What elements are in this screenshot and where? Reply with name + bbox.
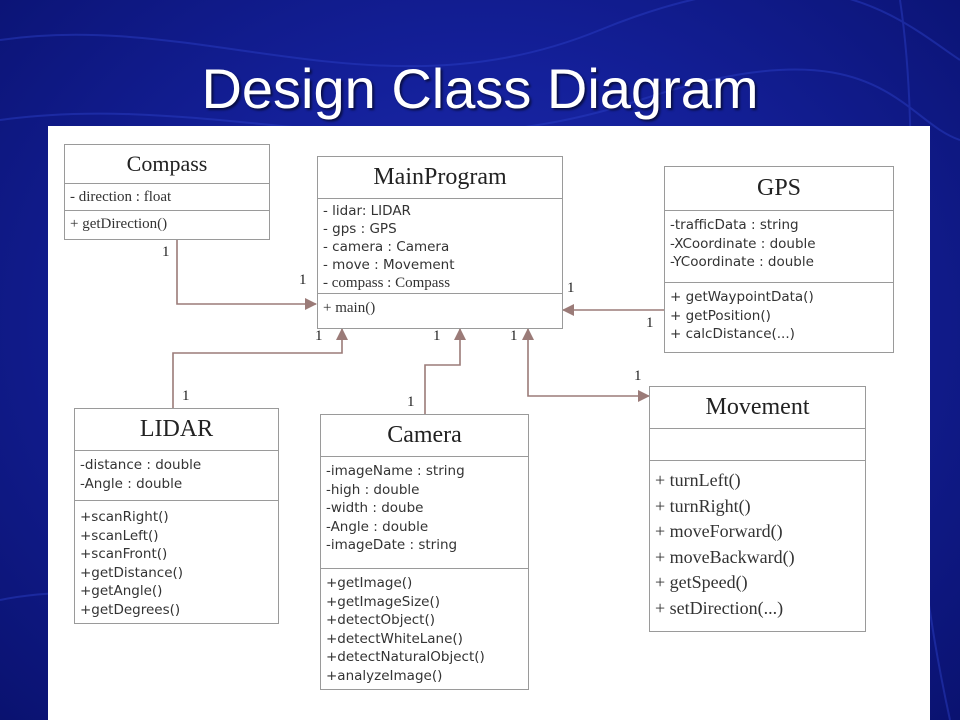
operation: +getDegrees() (80, 601, 181, 618)
class-movement-name: Movement (650, 387, 865, 429)
class-main-program-name: MainProgram (318, 157, 562, 199)
link-main-movement (522, 328, 650, 402)
operation: + getDirection() (70, 216, 168, 232)
class-main-program-attributes: - lidar: LIDAR - gps : GPS - camera : Ca… (318, 199, 562, 294)
operation: + moveForward() (655, 521, 783, 541)
class-camera-operations: +getImage() +getImageSize() +detectObjec… (321, 569, 528, 689)
attribute: -trafficData : string (670, 217, 799, 233)
class-gps[interactable]: GPS -trafficData : string -XCoordinate :… (664, 166, 894, 353)
operation: + turnRight() (655, 495, 751, 516)
operation: +scanFront() (80, 546, 168, 562)
class-compass-operations: + getDirection() (65, 211, 269, 237)
operation: +getAngle() (80, 583, 163, 599)
operation: +detectWhiteLane() (326, 630, 463, 647)
attribute: - lidar: LIDAR (323, 203, 411, 219)
attribute: -Angle : double (80, 475, 183, 492)
attribute: - direction : float (70, 189, 172, 205)
link-lidar-main (172, 328, 348, 408)
operation: +getImageSize() (326, 593, 441, 610)
attribute: -width : doube (326, 500, 424, 516)
class-compass-attributes: - direction : float (65, 184, 269, 211)
attribute: - camera : Camera (323, 239, 450, 255)
attribute: -Angle : double (326, 518, 429, 535)
class-gps-name: GPS (665, 167, 893, 211)
multiplicity-label: 1 (182, 388, 190, 404)
attribute: -imageDate : string (326, 537, 458, 553)
class-gps-attributes: -trafficData : string -XCoordinate : dou… (665, 211, 893, 283)
link-compass-main (176, 240, 317, 310)
class-lidar[interactable]: LIDAR -distance : double -Angle : double… (74, 408, 279, 624)
class-main-program[interactable]: MainProgram - lidar: LIDAR - gps : GPS -… (317, 156, 563, 329)
class-camera-name: Camera (321, 415, 528, 457)
operation: + getWaypointData() (670, 289, 814, 305)
operation: + moveBackward() (655, 546, 795, 567)
attribute: - gps : GPS (323, 221, 397, 237)
class-movement-attributes (650, 429, 865, 461)
multiplicity-label: 1 (299, 272, 307, 288)
link-camera-main (424, 328, 466, 414)
class-movement-operations: + turnLeft() + turnRight() + moveForward… (650, 461, 865, 625)
class-lidar-name: LIDAR (75, 409, 278, 451)
operation: + calcDistance(...) (670, 326, 795, 342)
class-gps-operations: + getWaypointData() + getPosition() + ca… (665, 283, 893, 348)
operation: + setDirection(...) (655, 597, 784, 618)
operation: +detectObject() (326, 612, 436, 628)
operation: + turnLeft() (655, 470, 741, 490)
operation: +analyzeImage() (326, 667, 443, 684)
attribute: - compass : Compass (323, 275, 451, 291)
multiplicity-label: 1 (510, 328, 518, 344)
operation: +detectNaturalObject() (326, 649, 485, 665)
class-camera[interactable]: Camera -imageName : string -high : doubl… (320, 414, 529, 690)
operation: +getImage() (326, 575, 413, 591)
multiplicity-label: 1 (433, 328, 441, 344)
class-lidar-operations: +scanRight() +scanLeft() +scanFront() +g… (75, 501, 278, 623)
attribute: -XCoordinate : double (670, 235, 816, 252)
attribute: -YCoordinate : double (670, 254, 814, 270)
class-camera-attributes: -imageName : string -high : double -widt… (321, 457, 528, 569)
operation: + getPosition() (670, 307, 771, 324)
attribute: -distance : double (80, 457, 202, 473)
attribute: -high : double (326, 481, 420, 498)
operation: +getDistance() (80, 564, 184, 581)
slide-title: Design Class Diagram (201, 57, 759, 120)
attribute: -imageName : string (326, 463, 465, 479)
multiplicity-label: 1 (315, 328, 323, 344)
class-compass-name: Compass (65, 145, 269, 184)
operation: +scanLeft() (80, 527, 159, 544)
multiplicity-label: 1 (407, 394, 415, 410)
multiplicity-label: 1 (646, 315, 654, 331)
class-lidar-attributes: -distance : double -Angle : double (75, 451, 278, 501)
multiplicity-label: 1 (634, 368, 642, 384)
multiplicity-label: 1 (567, 280, 575, 296)
attribute: - move : Movement (323, 257, 455, 273)
class-movement[interactable]: Movement + turnLeft() + turnRight() + mo… (649, 386, 866, 632)
operation: + getSpeed() (655, 572, 748, 592)
class-compass[interactable]: Compass - direction : float + getDirecti… (64, 144, 270, 240)
operation: +scanRight() (80, 509, 169, 525)
multiplicity-label: 1 (162, 244, 170, 260)
diagram-canvas: Compass - direction : float + getDirecti… (48, 126, 930, 720)
association-links (172, 240, 665, 414)
operation: + main() (323, 300, 376, 316)
class-main-program-operations: + main() (318, 294, 562, 321)
